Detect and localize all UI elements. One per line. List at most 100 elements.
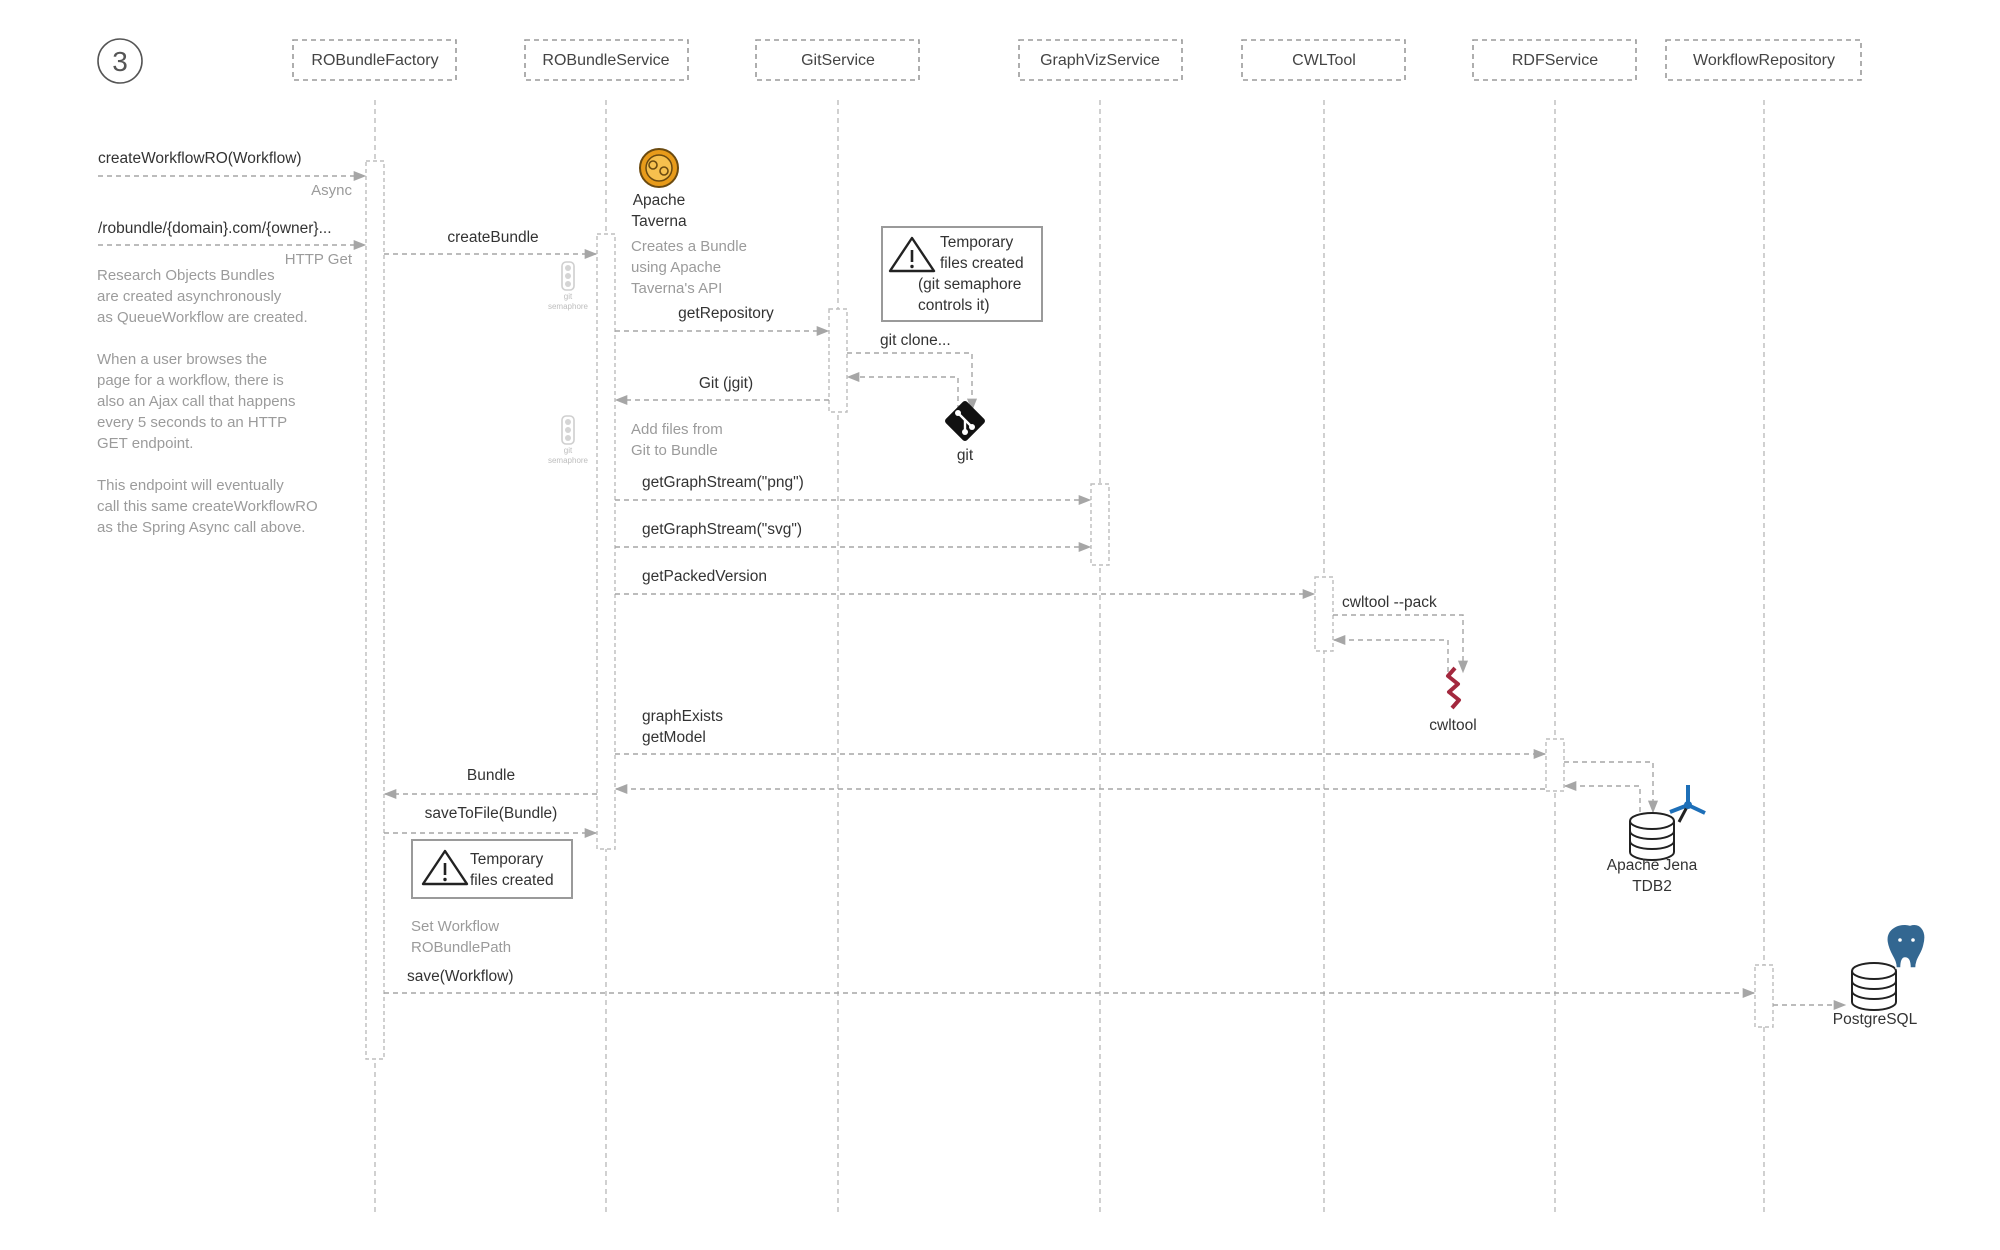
temp-files-note: Temporary files created	[411, 839, 573, 899]
note-line: also an Ajax call that happens	[97, 393, 295, 410]
message-git-jgit: Git (jgit)	[614, 375, 829, 406]
database-icon	[1629, 812, 1675, 861]
note-line: files created	[470, 872, 554, 889]
participant-box	[524, 39, 689, 81]
activation-graphvizservice	[1090, 483, 1110, 566]
note-line: ROBundlePath	[411, 939, 511, 956]
warning-icon	[421, 849, 469, 886]
message-graph-exists: graphExists getModel	[615, 708, 1547, 760]
step-circle	[97, 38, 143, 84]
icon-label: git	[564, 446, 573, 455]
note-line: Research Objects Bundles	[97, 267, 275, 284]
note-line: Creates a Bundle	[631, 238, 747, 255]
note-line: controls it)	[918, 297, 990, 314]
participant-label: GraphVizService	[1040, 52, 1160, 69]
activation-cwltool	[1314, 576, 1334, 652]
icon-label: Apache	[633, 192, 686, 209]
icon-label: semaphore	[548, 302, 589, 311]
message-get-repository: getRepository	[615, 305, 830, 337]
message-robundle-http: /robundle/{domain}.com/{owner}... HTTP G…	[98, 220, 367, 268]
icon-label: cwltool	[1429, 717, 1476, 734]
message-get-packed-version: getPackedVersion	[615, 568, 1316, 600]
note-line: Temporary	[940, 234, 1013, 251]
note-line: Set Workflow	[411, 918, 499, 935]
message-cwltool-pack: cwltool --pack	[1333, 594, 1469, 674]
message-label: createBundle	[447, 229, 538, 246]
message-bundle-return: Bundle	[383, 767, 597, 800]
message-label: Git (jgit)	[699, 375, 753, 392]
message-label: git clone...	[880, 332, 951, 349]
icon-label: semaphore	[548, 456, 589, 465]
message-label: graphExists	[642, 708, 723, 725]
traffic-light-icon: git semaphore	[548, 261, 589, 311]
note-line: When a user browses the	[97, 351, 267, 368]
note-line: GET endpoint.	[97, 435, 193, 452]
participant-rdfservice: RDFService	[1472, 39, 1637, 81]
activation-workflowrepository	[1754, 964, 1774, 1028]
participant-box	[1665, 39, 1862, 81]
step-number: 3	[112, 46, 128, 77]
message-create-workflow-ro: createWorkflowRO(Workflow) Async	[98, 150, 367, 199]
participant-label: GitService	[801, 52, 875, 69]
apache-taverna-icon: Apache Taverna	[631, 148, 687, 230]
activation-robundlefactory	[365, 160, 385, 1060]
add-files-note: Add files from Git to Bundle	[631, 421, 723, 459]
note-line: files created	[940, 255, 1024, 272]
message-label: getModel	[642, 729, 706, 746]
warning-icon	[888, 236, 936, 273]
participant-graphvizservice: GraphVizService	[1018, 39, 1183, 81]
async-label: Async	[311, 182, 352, 199]
participant-label: WorkflowRepository	[1693, 52, 1835, 69]
message-arrow	[847, 352, 978, 412]
activation-rdfservice	[1545, 738, 1565, 792]
note-line: Taverna's API	[631, 280, 722, 297]
message-arrow	[1332, 634, 1449, 672]
message-jena-return	[1563, 780, 1641, 812]
message-label: save(Workflow)	[407, 968, 514, 985]
participant-workflowrepository: WorkflowRepository	[1665, 39, 1862, 81]
warning-box	[411, 839, 573, 899]
participant-label: RDFService	[1512, 52, 1598, 69]
note-line: using Apache	[631, 259, 721, 276]
participant-label: ROBundleFactory	[311, 52, 438, 69]
message-arrow	[1563, 780, 1641, 812]
http-get-label: HTTP Get	[285, 251, 353, 268]
icon-label: Taverna	[631, 213, 687, 230]
postgresql-icon: PostgreSQL	[1833, 923, 1926, 1028]
participant-gitservice: GitService	[755, 39, 920, 81]
creates-bundle-note: Creates a Bundle using Apache Taverna's …	[631, 238, 747, 297]
note-line: Git to Bundle	[631, 442, 718, 459]
note-line: Temporary	[470, 851, 543, 868]
note-line: This endpoint will eventually	[97, 477, 284, 494]
message-save-to-file: saveToFile(Bundle)	[384, 805, 598, 839]
activation-gitservice	[828, 308, 848, 413]
note-line: Add files from	[631, 421, 723, 438]
message-arrow	[1564, 761, 1659, 814]
left-description-note: Research Objects Bundles are created asy…	[97, 267, 318, 536]
temp-files-git-note: Temporary files created (git semaphore c…	[881, 226, 1043, 322]
message-rdf-jena	[1564, 761, 1659, 814]
message-label: getPackedVersion	[642, 568, 767, 585]
message-label: saveToFile(Bundle)	[425, 805, 558, 822]
message-git-clone: git clone...	[847, 332, 978, 412]
icon-label: git	[564, 292, 573, 301]
note-line: (git semaphore	[918, 276, 1021, 293]
participant-robundleservice: ROBundleService	[524, 39, 689, 81]
participant-label: ROBundleService	[542, 52, 669, 69]
step-indicator: 3	[97, 38, 143, 84]
icon-label: TDB2	[1632, 878, 1672, 895]
note-line: call this same createWorkflowRO	[97, 498, 318, 515]
participant-box	[1472, 39, 1637, 81]
participant-box	[1018, 39, 1183, 81]
elephant-logo-icon	[1886, 923, 1926, 969]
icon-label: PostgreSQL	[1833, 1011, 1918, 1028]
participant-box	[755, 39, 920, 81]
icon-label: git	[957, 447, 974, 464]
message-get-graph-svg: getGraphStream("svg")	[615, 521, 1092, 553]
note-line: page for a workflow, there is	[97, 372, 284, 389]
traffic-light-icon: git semaphore	[548, 415, 589, 465]
message-cwltool-return	[1332, 634, 1449, 672]
message-save-workflow: save(Workflow)	[384, 968, 1756, 999]
note-line: are created asynchronously	[97, 288, 282, 305]
set-workflow-note: Set Workflow ROBundlePath	[411, 918, 511, 956]
